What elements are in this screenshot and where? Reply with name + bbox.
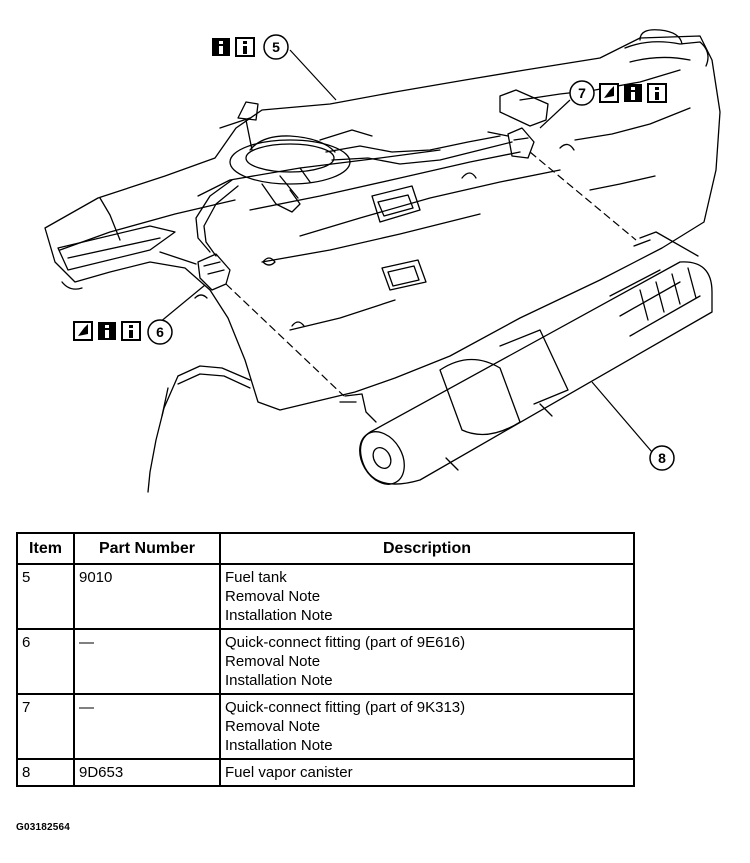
part-number-cell: 9010: [73, 563, 221, 630]
installation-note-link[interactable]: Installation Note: [225, 737, 333, 754]
fuel-system-diagram: 5 6 7 8: [44, 29, 721, 493]
leader-line-5: [289, 49, 337, 101]
header-item: Item: [16, 532, 75, 565]
description-line: Fuel tank: [225, 569, 287, 586]
callout-7-group: 7: [569, 80, 667, 106]
part-number-cell: 9D653: [73, 758, 221, 787]
description-cell: Fuel vapor canister: [219, 758, 635, 787]
header-description: Description: [219, 532, 635, 565]
description-cell: Quick-connect fitting (part of 9K313) Re…: [219, 693, 635, 760]
removal-note-link[interactable]: Removal Note: [225, 653, 321, 670]
quick-connect-fitting-7-drawing: [487, 89, 549, 159]
item-cell: 6: [16, 628, 75, 695]
bracket-drawing: [147, 365, 251, 493]
fuel-vapor-canister-drawing: [339, 231, 713, 485]
callout-8-label: 8: [658, 450, 666, 466]
table-row: 6 — Quick-connect fitting (part of 9E616…: [16, 628, 635, 695]
part-number-cell: —: [73, 628, 221, 695]
fuel-tank-drawing: [44, 29, 721, 411]
parts-table: Item Part Number Description 5 9010 Fuel…: [16, 532, 635, 787]
table-row: 8 9D653 Fuel vapor canister: [16, 758, 635, 787]
callout-6-circle: [147, 319, 173, 345]
quick-connect-fitting-6-drawing: [159, 251, 231, 291]
figure-id: G03182564: [16, 822, 71, 833]
callout-5-group: 5: [212, 34, 289, 60]
description-line: Quick-connect fitting (part of 9K313): [225, 699, 466, 716]
item-cell: 5: [16, 563, 75, 630]
table-header-row: Item Part Number Description: [16, 532, 635, 565]
description-line: Quick-connect fitting (part of 9E616): [225, 634, 466, 651]
callout-8-circle: [649, 445, 675, 471]
callout-7-label: 7: [578, 85, 586, 101]
part-number-cell: —: [73, 693, 221, 760]
callout-8-group: 8: [649, 445, 675, 471]
removal-note-link[interactable]: Removal Note: [225, 588, 321, 605]
item-cell: 7: [16, 693, 75, 760]
leader-line-8: [591, 381, 653, 453]
dashed-line-7-to-canister: [529, 151, 637, 241]
leader-line-7: [539, 99, 571, 129]
callout-6-label: 6: [156, 324, 164, 340]
callout-5-label: 5: [272, 39, 280, 55]
description-cell: Fuel tank Removal Note Installation Note: [219, 563, 635, 630]
installation-note-link[interactable]: Installation Note: [225, 607, 333, 624]
installation-note-link[interactable]: Installation Note: [225, 672, 333, 689]
removal-note-link[interactable]: Removal Note: [225, 718, 321, 735]
dashed-line-6-to-canister: [225, 283, 345, 397]
callout-7-circle: [569, 80, 595, 106]
table-row: 5 9010 Fuel tank Removal Note Installati…: [16, 563, 635, 630]
description-line: Fuel vapor canister: [225, 764, 353, 781]
table-row: 7 — Quick-connect fitting (part of 9K313…: [16, 693, 635, 760]
header-part-number: Part Number: [73, 532, 221, 565]
callout-6-group: 6: [73, 319, 173, 345]
description-cell: Quick-connect fitting (part of 9E616) Re…: [219, 628, 635, 695]
item-cell: 8: [16, 758, 75, 787]
fuel-pump-module-drawing: [195, 101, 513, 257]
callout-5-circle: [263, 34, 289, 60]
